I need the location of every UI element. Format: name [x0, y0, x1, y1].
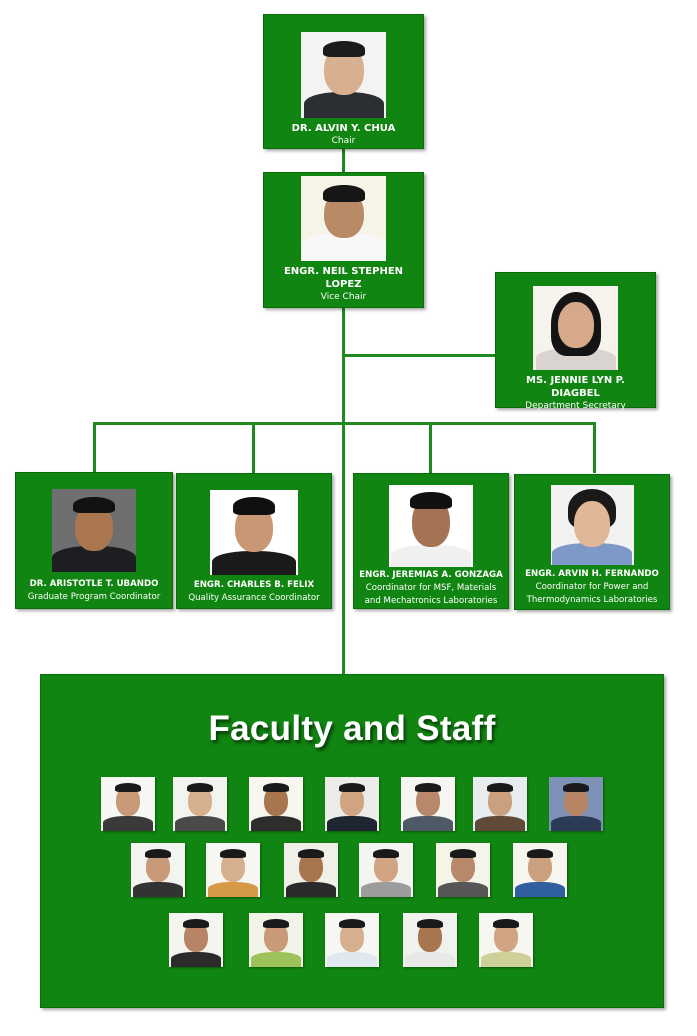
- chair-role: Chair: [331, 136, 356, 146]
- connector-coord-2: [252, 422, 255, 473]
- connector-secretary: [342, 354, 496, 357]
- chair-photo: [301, 32, 386, 118]
- faculty-photo: [513, 843, 567, 897]
- faculty-photo: [284, 843, 338, 897]
- coordinator-2-role: Quality Assurance Coordinator: [188, 593, 320, 603]
- faculty-staff-panel: Faculty and Staff: [40, 674, 664, 1008]
- faculty-photo: [401, 777, 455, 831]
- coordinator-1-name: DR. ARISTOTLE T. UBANDO: [29, 579, 159, 589]
- faculty-photo: [249, 777, 303, 831]
- coordinator-card-4: ENGR. ARVIN H. FERNANDO Coordinator for …: [514, 474, 670, 610]
- coordinator-4-role: Coordinator for Power and Thermodynamics…: [526, 582, 658, 605]
- faculty-photo: [101, 777, 155, 831]
- faculty-photo: [403, 913, 457, 967]
- connector-coord-4: [593, 422, 596, 473]
- faculty-photo: [325, 777, 379, 831]
- vice-chair-photo: [301, 176, 386, 261]
- coordinator-1-role: Graduate Program Coordinator: [27, 592, 161, 602]
- secretary-photo: [533, 286, 618, 370]
- faculty-photo: [206, 843, 260, 897]
- faculty-title: Faculty and Staff: [208, 709, 496, 748]
- connector-coord-1: [93, 422, 96, 473]
- coordinator-3-photo: [389, 485, 473, 567]
- secretary-card: MS. JENNIE LYN P. DIAGBEL Department Sec…: [495, 272, 656, 411]
- coordinator-2-photo: [210, 490, 298, 575]
- coordinator-1-photo: [52, 489, 136, 572]
- connector-coordinators-bar: [93, 422, 596, 425]
- faculty-photo: [479, 913, 533, 967]
- faculty-photo: [131, 843, 185, 897]
- secretary-role: Department Secretary: [525, 401, 626, 411]
- coordinator-2-name: ENGR. CHARLES B. FELIX: [193, 580, 315, 590]
- connector-main-trunk: [342, 307, 345, 675]
- coordinator-4-name: ENGR. ARVIN H. FERNANDO: [525, 569, 659, 579]
- coordinator-4-photo: [550, 485, 634, 565]
- faculty-photo: [436, 843, 490, 897]
- coordinator-card-1: DR. ARISTOTLE T. UBANDO Graduate Program…: [15, 472, 173, 609]
- connector-chair-vice: [342, 148, 345, 174]
- faculty-photo: [325, 913, 379, 967]
- connector-coord-3: [429, 422, 432, 473]
- faculty-photo: [249, 913, 303, 967]
- vice-chair-role: Vice Chair: [320, 292, 367, 302]
- coordinator-card-3: ENGR. JEREMIAS A. GONZAGA Coordinator fo…: [353, 473, 509, 609]
- chair-name: DR. ALVIN Y. CHUA: [291, 123, 396, 134]
- faculty-photo: [549, 777, 603, 831]
- coordinator-card-2: ENGR. CHARLES B. FELIX Quality Assurance…: [176, 473, 332, 609]
- vice-chair-name: ENGR. NEIL STEPHEN LOPEZ: [283, 266, 404, 290]
- vice-chair-card: ENGR. NEIL STEPHEN LOPEZ Vice Chair: [263, 172, 424, 308]
- chair-card: DR. ALVIN Y. CHUA Chair: [263, 14, 424, 149]
- faculty-photo: [473, 777, 527, 831]
- faculty-photo: [173, 777, 227, 831]
- faculty-photo: [169, 913, 223, 967]
- coordinator-3-name: ENGR. JEREMIAS A. GONZAGA: [359, 570, 503, 580]
- secretary-name: MS. JENNIE LYN P. DIAGBEL: [526, 375, 625, 399]
- coordinator-3-role: Coordinator for MSF, Materials and Mecha…: [364, 583, 498, 606]
- faculty-photo: [359, 843, 413, 897]
